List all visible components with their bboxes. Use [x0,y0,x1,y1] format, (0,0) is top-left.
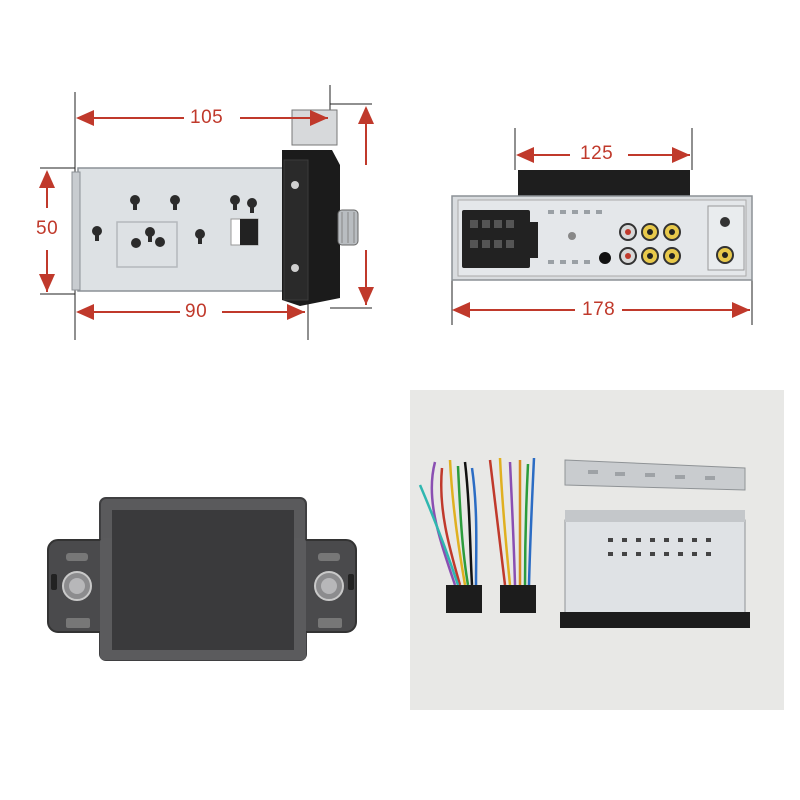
dimension-105-label: 105 [186,107,228,129]
rear-view-panel: 125 178 [400,0,800,370]
side-view-panel: 105 50 90 [0,0,400,370]
dimension-125-label: 125 [576,143,618,165]
package-contents-drawing [418,457,750,628]
dimension-178-label: 178 [578,299,620,321]
package-contents-photo [410,390,784,710]
front-view-drawing [47,497,357,661]
side-view-drawing [39,85,374,340]
front-view-panel [0,390,400,790]
rear-view-drawing [451,128,753,325]
dimension-90-label: 90 [181,301,212,323]
dimension-50-label: 50 [32,218,63,240]
